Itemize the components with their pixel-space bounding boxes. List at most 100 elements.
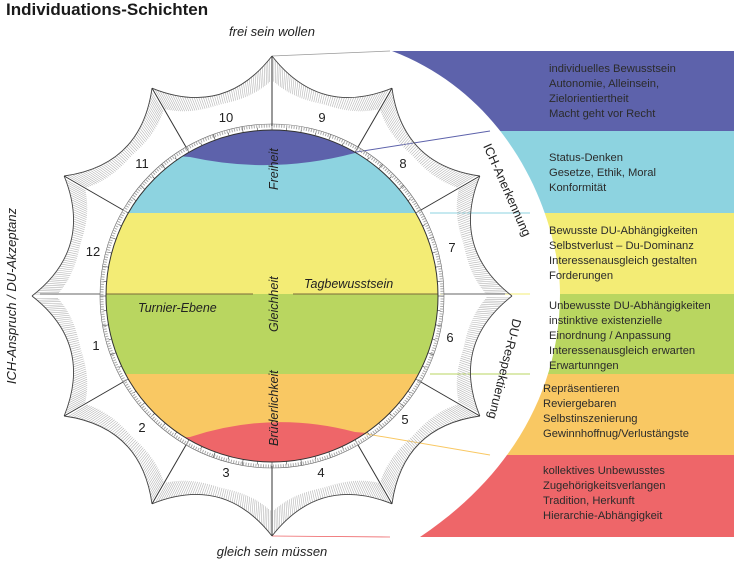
hatch-mark xyxy=(446,172,464,184)
hatch-mark xyxy=(416,153,426,162)
panel-line: Bewusste DU-Abhängigkeiten xyxy=(549,225,698,237)
segment-number: 7 xyxy=(448,240,455,255)
hatch-mark xyxy=(314,489,318,501)
hatch-mark xyxy=(472,317,489,321)
hatch-mark xyxy=(389,116,400,130)
panel-line: Status-Denken xyxy=(549,152,624,164)
hatch-mark xyxy=(415,151,424,160)
hatch-mark xyxy=(471,269,487,272)
hatch-mark xyxy=(264,506,266,528)
scale-tick xyxy=(378,164,383,170)
hatch-mark xyxy=(71,382,88,391)
segment-number: 1 xyxy=(92,338,99,353)
hatch-mark xyxy=(483,300,506,302)
hatch-mark xyxy=(71,199,88,208)
hatch-mark xyxy=(441,411,457,422)
label-bruederlichkeit: Brüderlichkeit xyxy=(267,370,281,446)
hatch-mark xyxy=(459,359,471,365)
hatch-mark xyxy=(216,94,220,105)
hatch-mark xyxy=(226,91,230,103)
hatch-mark xyxy=(77,173,96,185)
hatch-mark xyxy=(471,321,486,325)
hatch-mark xyxy=(411,436,420,445)
hatch-mark xyxy=(463,345,474,349)
hatch-mark xyxy=(55,271,72,275)
hatch-mark xyxy=(456,380,472,388)
hatch-mark xyxy=(305,87,309,100)
hatch-mark xyxy=(473,273,490,276)
hatch-mark xyxy=(311,90,315,102)
hatch-mark xyxy=(130,141,139,150)
hatch-mark xyxy=(468,259,481,262)
hatch-mark xyxy=(120,432,129,441)
hatch-mark xyxy=(402,445,411,455)
hatch-mark xyxy=(70,405,90,418)
hatch-mark xyxy=(300,494,303,508)
hatch-mark xyxy=(186,97,194,111)
hatch-mark xyxy=(71,385,88,394)
hatch-mark xyxy=(409,145,418,154)
panel-text-orange: Repräsentieren Reviergebaren Selbstinsze… xyxy=(543,382,689,442)
hatch-mark xyxy=(64,332,77,335)
hatch-mark xyxy=(46,307,66,310)
hatch-mark xyxy=(457,186,477,197)
hatch-mark xyxy=(140,125,150,138)
hatch-mark xyxy=(454,405,475,418)
hatch-mark xyxy=(393,124,404,137)
hatch-mark xyxy=(381,93,394,114)
hatch-mark xyxy=(462,349,473,354)
hatch-mark xyxy=(62,261,76,265)
hatch-mark xyxy=(398,449,407,461)
panel-line: individuelles Bewusstsein xyxy=(549,63,676,75)
hatch-mark xyxy=(381,478,394,498)
hatch-mark xyxy=(123,435,132,444)
hatch-mark xyxy=(72,206,88,214)
hatch-mark xyxy=(458,363,471,369)
hatch-mark xyxy=(481,287,503,290)
hatch-mark xyxy=(440,170,456,181)
panel-line: Tradition, Herkunft xyxy=(543,495,635,507)
hatch-mark xyxy=(354,480,362,496)
hatch-mark xyxy=(85,171,101,182)
hatch-mark xyxy=(466,253,478,256)
hatch-mark xyxy=(214,95,218,106)
hatch-mark xyxy=(364,94,374,112)
hatch-mark xyxy=(361,480,370,497)
hatch-mark xyxy=(112,157,123,167)
hatch-mark xyxy=(157,90,169,110)
panel-line: Erwartunngen xyxy=(549,360,619,372)
hatch-mark xyxy=(114,156,124,165)
hatch-mark xyxy=(115,427,125,436)
hatch-mark xyxy=(85,410,102,422)
hatch-mark xyxy=(429,163,441,173)
hatch-mark xyxy=(203,483,209,495)
star-edge xyxy=(391,415,480,504)
hatch-mark xyxy=(249,497,252,514)
hatch-mark xyxy=(132,444,141,454)
hatch-mark xyxy=(462,351,473,356)
hatch-mark xyxy=(224,92,228,103)
hatch-mark xyxy=(237,492,241,506)
hatch-mark xyxy=(149,472,161,491)
hatch-mark xyxy=(383,101,395,120)
hatch-mark xyxy=(150,97,162,116)
hatch-mark xyxy=(72,174,92,187)
hatch-mark xyxy=(282,503,284,524)
hatch-mark xyxy=(239,493,243,507)
hatch-mark xyxy=(464,341,476,345)
hatch-mark xyxy=(435,167,449,178)
panel-text-red: kollektives Unbewusstes Zugehörigkeitsve… xyxy=(543,464,666,524)
hatch-mark xyxy=(289,499,292,517)
hatch-mark xyxy=(458,400,479,413)
hatch-mark xyxy=(251,498,254,516)
panel-line: Einordnung / Anpassung xyxy=(549,330,671,342)
hatch-mark xyxy=(196,97,202,110)
hatch-mark xyxy=(309,89,313,102)
hatch-mark xyxy=(247,496,251,513)
hatch-mark xyxy=(265,63,267,85)
hatch-mark xyxy=(412,148,421,157)
hatch-mark xyxy=(211,95,216,107)
hatch-mark xyxy=(44,284,65,287)
hatch-mark xyxy=(113,426,123,435)
hatch-mark xyxy=(389,461,400,476)
